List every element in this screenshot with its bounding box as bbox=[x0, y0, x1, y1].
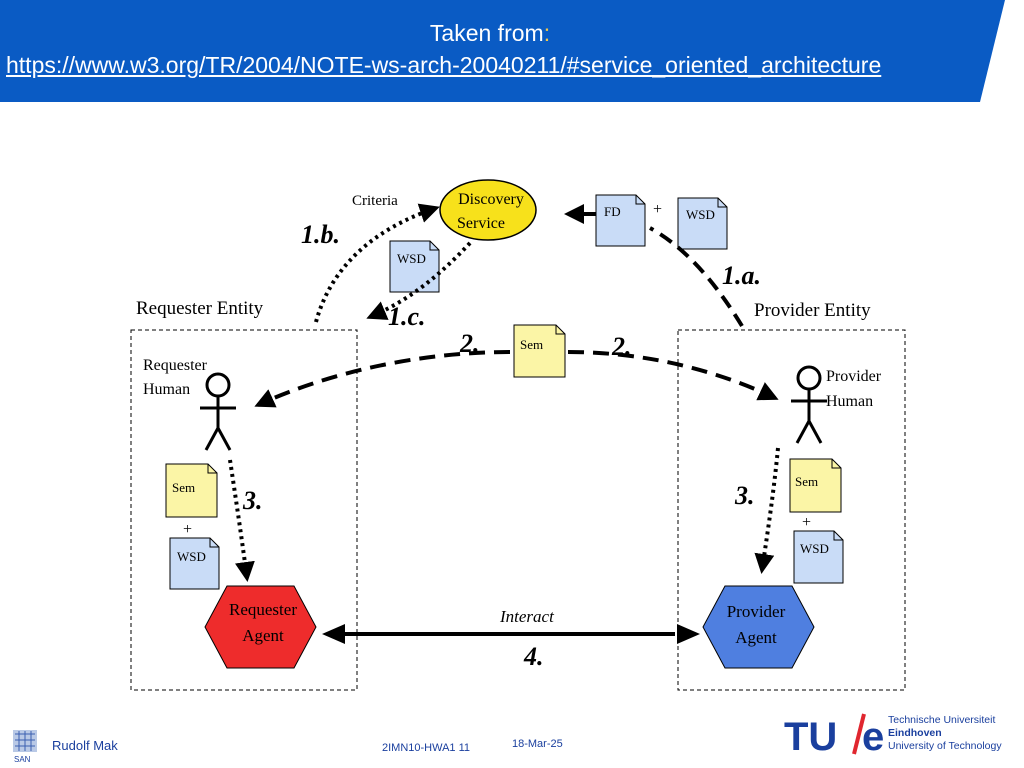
step-4-label: 4. bbox=[523, 642, 544, 671]
plus-sign-left: + bbox=[183, 521, 192, 538]
provider-entity-box bbox=[677, 329, 906, 691]
header-banner: Taken from: https://www.w3.org/TR/2004/N… bbox=[0, 0, 1024, 102]
sem-document-center-label: Sem bbox=[520, 337, 543, 352]
requester-agent-line1: Requester bbox=[229, 600, 297, 619]
header-background bbox=[0, 0, 1005, 102]
wsd-document-discovery-label: WSD bbox=[397, 251, 426, 266]
tue-text-line2: Eindhoven bbox=[888, 727, 942, 739]
requester-human-line1: Requester bbox=[143, 357, 208, 374]
provider-human-line2: Human bbox=[826, 393, 873, 410]
provider-human-figure bbox=[791, 365, 827, 444]
header-title-colon: : bbox=[543, 20, 551, 46]
arrow-step-1b bbox=[314, 203, 440, 323]
provider-human-line1: Provider bbox=[826, 368, 882, 385]
wsd-document-right-label: WSD bbox=[800, 541, 829, 556]
tue-logo-tu: TU bbox=[784, 715, 837, 756]
arrow-step-4-head-right bbox=[677, 624, 700, 644]
fd-document-label: FD bbox=[604, 204, 621, 219]
step-2-label-right: 2. bbox=[611, 332, 632, 361]
arrow-step-3-right bbox=[754, 447, 780, 574]
arrow-step-1c bbox=[366, 241, 472, 320]
arrow-step-3-left bbox=[228, 459, 255, 582]
requester-agent-hexagon bbox=[204, 585, 317, 669]
requester-entity-box bbox=[130, 329, 358, 691]
san-logo-text: SAN bbox=[14, 755, 31, 764]
requester-entity-label: Requester Entity bbox=[136, 298, 264, 319]
step-1a-label: 1.a. bbox=[722, 261, 761, 290]
wsd-document-left: WSD bbox=[169, 537, 220, 590]
criteria-label: Criteria bbox=[352, 193, 398, 209]
provider-entity-label: Provider Entity bbox=[754, 300, 871, 321]
discovery-service-line2: Service bbox=[457, 215, 505, 232]
requester-human-line2: Human bbox=[143, 381, 190, 398]
wsd-document-right: WSD bbox=[793, 530, 844, 584]
step-3-label-left: 3. bbox=[242, 486, 263, 515]
discovery-service-ellipse bbox=[439, 179, 537, 241]
tue-logo-mark: TU e bbox=[784, 713, 884, 756]
header-url-link[interactable]: https://www.w3.org/TR/2004/NOTE-ws-arch-… bbox=[6, 52, 882, 78]
footer-author: Rudolf Mak bbox=[52, 738, 118, 753]
step-1b-label: 1.b. bbox=[301, 220, 340, 249]
provider-agent-line2: Agent bbox=[735, 628, 777, 647]
arrow-step-2-left bbox=[254, 350, 511, 408]
discovery-service-line1: Discovery bbox=[458, 191, 524, 208]
sem-document-left: Sem bbox=[165, 463, 218, 518]
step-2-label-left: 2. bbox=[459, 329, 480, 358]
tue-text-line1: Technische Universiteit bbox=[888, 714, 996, 726]
provider-agent-hexagon bbox=[702, 585, 815, 669]
plus-sign-right: + bbox=[802, 514, 811, 531]
requester-agent-line2: Agent bbox=[242, 626, 284, 645]
header-title-text: Taken from bbox=[429, 20, 544, 46]
wsd-document-top-label: WSD bbox=[686, 207, 715, 222]
sem-document-right-label: Sem bbox=[795, 474, 818, 489]
fd-document: FD bbox=[595, 194, 646, 247]
tue-text-line3: University of Technology bbox=[888, 740, 1002, 752]
plus-sign-top: + bbox=[653, 201, 662, 218]
wsd-document-left-label: WSD bbox=[177, 549, 206, 564]
wsd-document-discovery: WSD bbox=[389, 240, 440, 293]
arrow-step-2-right bbox=[567, 350, 779, 401]
san-logo: SAN bbox=[13, 730, 37, 764]
footer-course: 2IMN10-HWA1 11 bbox=[382, 742, 471, 754]
sem-document-right: Sem bbox=[789, 458, 842, 513]
arrow-step-4-head-left bbox=[322, 624, 345, 644]
sem-document-center: Sem bbox=[513, 324, 566, 378]
header-title: Taken from: bbox=[0, 20, 980, 47]
tue-logo-e: e bbox=[862, 715, 884, 756]
arrow-step-1a bbox=[649, 226, 744, 328]
tue-logo-text: Technische Universiteit Eindhoven Univer… bbox=[888, 714, 1002, 753]
requester-human-figure bbox=[200, 372, 236, 451]
wsd-document-top: WSD bbox=[677, 197, 728, 250]
interact-label: Interact bbox=[499, 607, 555, 626]
step-1c-label: 1.c. bbox=[388, 302, 426, 331]
step-3-label-right: 3. bbox=[734, 481, 755, 510]
sem-document-left-label: Sem bbox=[172, 480, 195, 495]
footer-date: 18-Mar-25 bbox=[512, 738, 563, 750]
provider-agent-line1: Provider bbox=[727, 602, 786, 621]
